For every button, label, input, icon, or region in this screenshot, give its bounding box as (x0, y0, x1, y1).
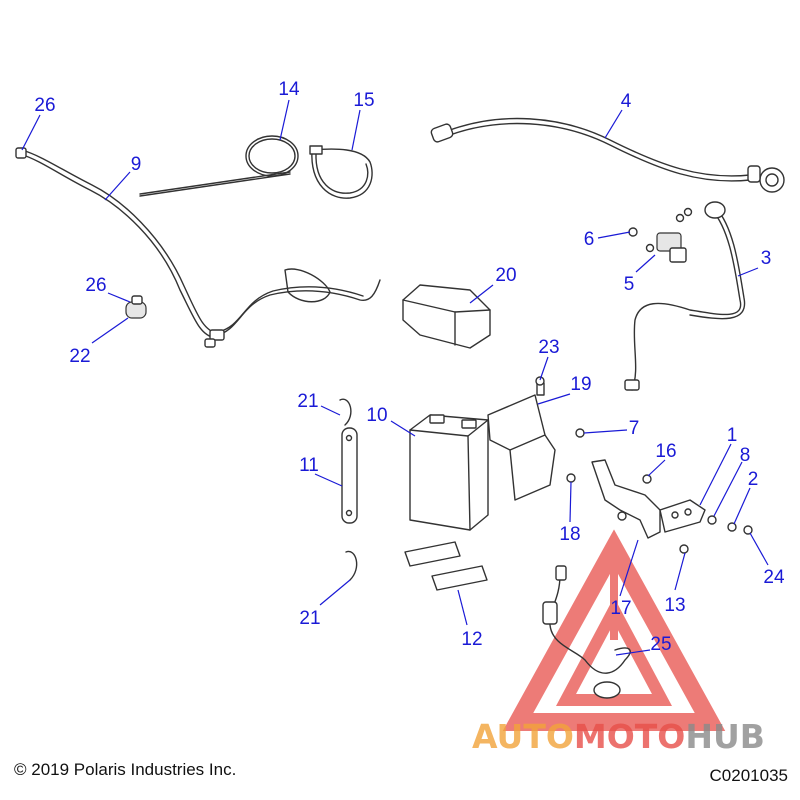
part-12-pads (404, 541, 488, 591)
callout-22: 23 (538, 337, 559, 358)
callout-16: 16 (655, 441, 676, 462)
part-7-nut (575, 428, 585, 438)
watermark-auto: AUTO (472, 717, 574, 756)
callout-6: 6 (584, 229, 595, 250)
watermark-moto: MOTO (574, 717, 685, 756)
callout-26: 26 (34, 95, 55, 116)
part-23-clip (125, 295, 147, 319)
watermark-hub: HUB (685, 717, 765, 756)
part-10-battery (409, 414, 489, 531)
callout-12: 12 (461, 629, 482, 650)
callout-7: 7 (629, 418, 640, 439)
leader-lines (21, 99, 769, 656)
part-22-screw (535, 376, 545, 396)
callout-10: 10 (366, 405, 387, 426)
copyright-text: © 2019 Polaris Industries Inc. (14, 760, 237, 779)
callout-17: 17 (610, 598, 631, 619)
watermark-logo (502, 529, 726, 731)
part-9-cable (15, 147, 381, 348)
part-13-screw (679, 544, 689, 554)
callouts: 26 9 14 15 4 3 6 5 20 26 22 23 19 21 10 … (34, 79, 785, 655)
part-19-bracket (487, 394, 556, 501)
part-11-strap (341, 427, 358, 524)
part-15-clamp (309, 145, 373, 199)
part-6-nut (628, 227, 638, 237)
callout-21-upper: 21 (297, 391, 318, 412)
callout-20: 20 (495, 265, 516, 286)
callout-11: 11 (299, 455, 319, 476)
callout-8: 8 (740, 445, 751, 466)
part-4-cable (430, 117, 785, 193)
part-25-harness (542, 565, 631, 699)
part-3-cable (624, 201, 746, 391)
callout-4: 4 (621, 91, 632, 112)
part-2-nut (727, 522, 737, 532)
callout-3: 3 (761, 248, 772, 269)
part-1-bracket (591, 459, 706, 539)
callout-1: 1 (727, 425, 738, 446)
callout-14: 14 (278, 79, 300, 100)
callout-23: 22 (69, 346, 90, 367)
callout-24: 24 (763, 567, 785, 588)
callout-5: 5 (624, 274, 635, 295)
diagram-id: C0201035 (709, 766, 788, 785)
svg-text:AUTOMOTOHUB: AUTOMOTOHUB (472, 717, 765, 756)
part-20-cover (402, 284, 491, 349)
part-8-screw (707, 515, 717, 525)
callout-2: 2 (748, 469, 759, 490)
part-18-screw (566, 473, 576, 483)
callout-26-left: 26 (85, 275, 106, 296)
watermark-text: AUTOMOTOHUB (472, 717, 765, 756)
part-21-clip-lower (345, 550, 358, 581)
callout-19: 19 (570, 374, 591, 395)
callout-25: 25 (650, 634, 671, 655)
callout-13: 13 (664, 595, 685, 616)
part-16-nut (642, 474, 652, 484)
callout-21-lower: 21 (299, 608, 320, 629)
part-24-screw (743, 525, 753, 535)
callout-9: 9 (131, 154, 142, 175)
part-14-cable-tie (139, 135, 299, 197)
part-5-relay (645, 207, 693, 263)
callout-18: 18 (559, 524, 580, 545)
part-21-clip-upper (339, 398, 352, 426)
callout-15: 15 (353, 90, 374, 111)
part-17-screw (617, 511, 627, 521)
